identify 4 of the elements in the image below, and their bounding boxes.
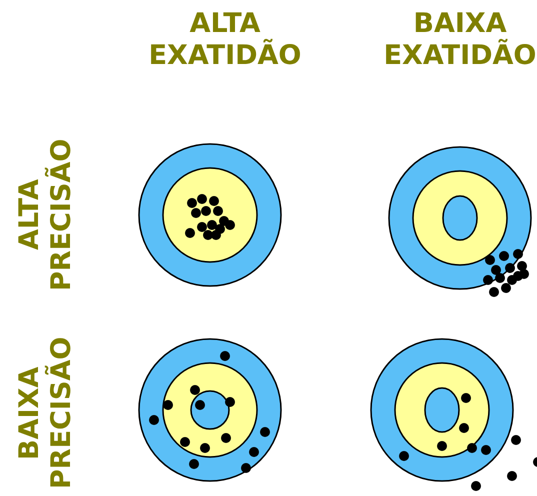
column-heading: BAIXA EXATIDÃO bbox=[382, 8, 537, 72]
column-heading: ALTA EXATIDÃO bbox=[148, 8, 302, 72]
row-heading: ALTA PRECISÃO bbox=[14, 138, 78, 294]
row-heading: BAIXA PRECISÃO bbox=[14, 336, 78, 492]
